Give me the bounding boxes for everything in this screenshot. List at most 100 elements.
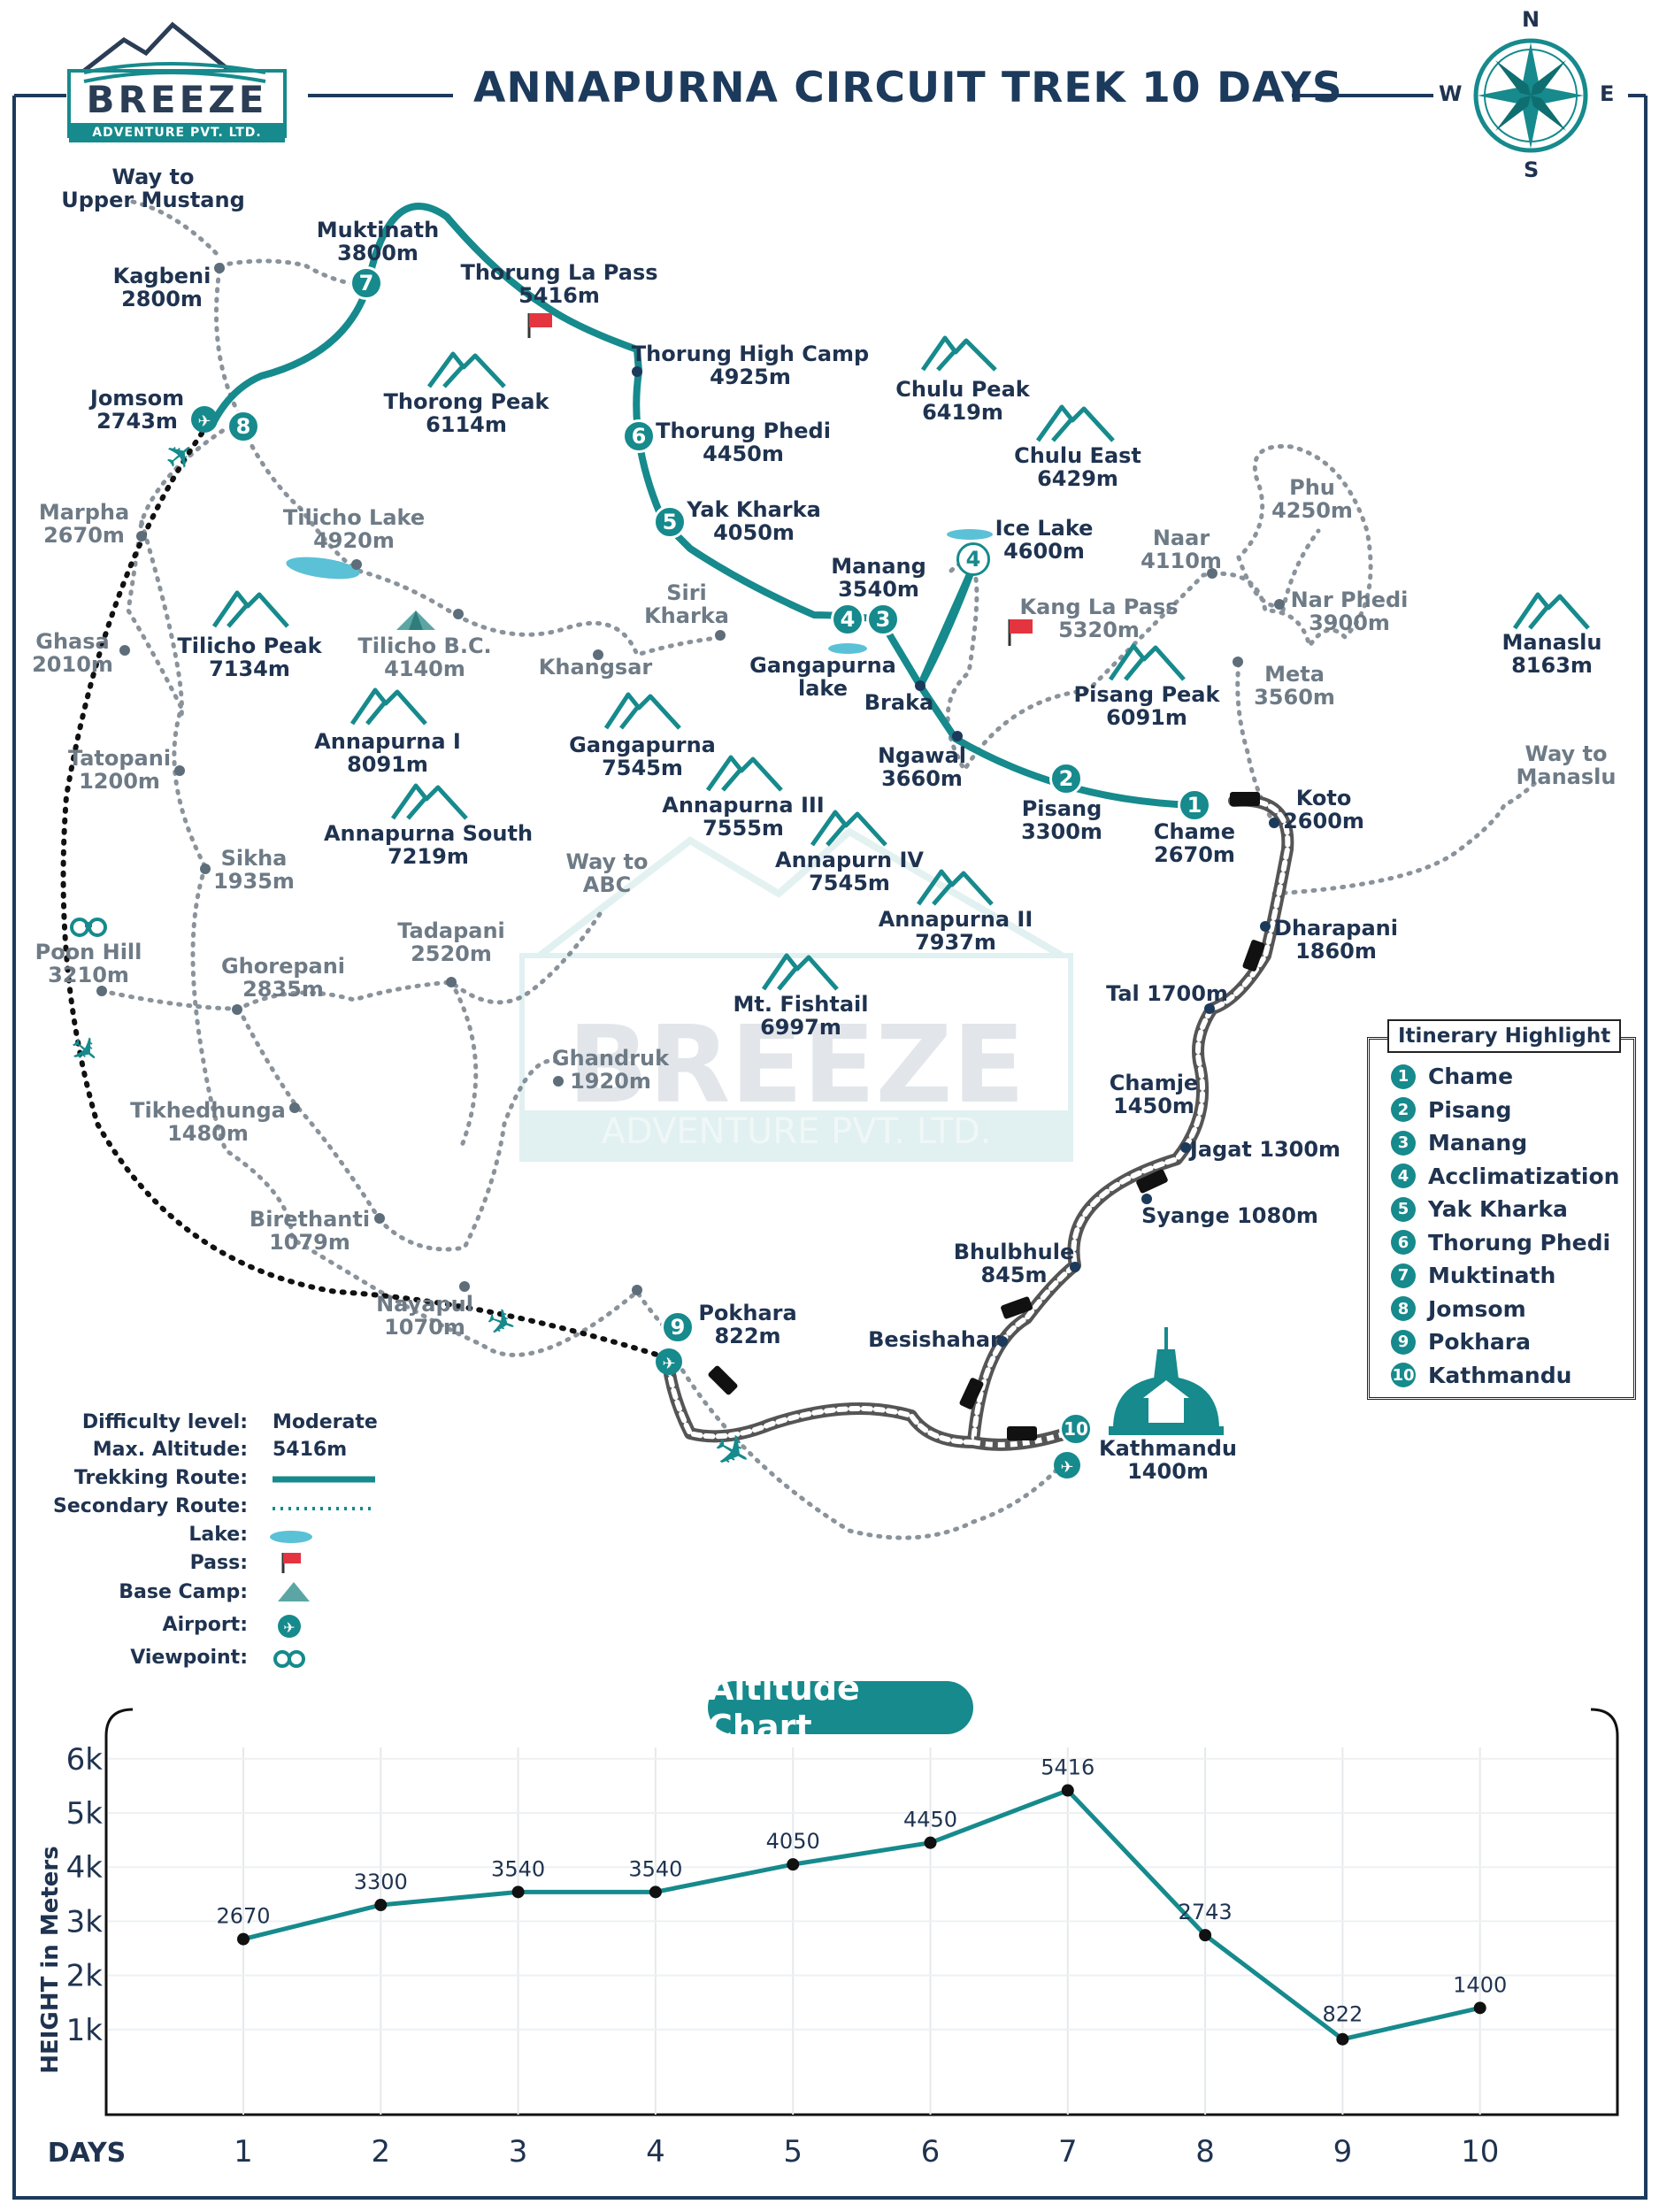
x-tick-label: 10	[1461, 2134, 1499, 2170]
itinerary-number: 9	[1391, 1329, 1416, 1355]
altitude-value-label: 5416	[1041, 1755, 1094, 1780]
itinerary-title: Itinerary Highlight	[1387, 1019, 1622, 1053]
itinerary-number: 6	[1391, 1230, 1416, 1255]
y-tick-label: 6k	[66, 1742, 104, 1778]
watermark-sub: ADVENTURE PVT. LTD.	[602, 1111, 992, 1152]
x-tick-label: 5	[783, 2134, 803, 2170]
label-tilicho-bc: Tilicho B.C.4140m	[357, 634, 492, 681]
altitude-point	[1199, 1929, 1212, 1942]
tilicho-lake	[286, 557, 360, 580]
svg-text:✈: ✈	[283, 1619, 295, 1636]
label-jagat: Jagat 1300m	[1189, 1137, 1341, 1162]
mountain-icon	[1035, 404, 1115, 442]
stop-marker-3: 3	[866, 603, 900, 636]
stop-marker-8: 8	[227, 410, 260, 443]
altitude-value-label: 4050	[766, 1829, 820, 1854]
y-tick-label: 4k	[66, 1850, 104, 1886]
itinerary-label: Kathmandu	[1428, 1362, 1572, 1388]
y-tick-label: 2k	[66, 1959, 104, 1994]
itinerary-number: 8	[1391, 1296, 1416, 1321]
mountain-icon	[916, 869, 994, 906]
mountain-icon	[211, 590, 289, 628]
base-camp-icon	[278, 1582, 310, 1601]
label-tal: Tal 1700m	[1106, 981, 1228, 1006]
pass-flag-icon	[1008, 619, 1033, 646]
key-basecamp-label: Base Camp:	[119, 1581, 248, 1603]
svg-text:✈: ✈	[1060, 1458, 1073, 1477]
y-axis-label: HEIGHT in Meters	[37, 1846, 64, 2073]
mountain-icon	[920, 335, 997, 372]
altitude-point	[237, 1932, 250, 1946]
key-viewpoint-label: Viewpoint:	[130, 1647, 248, 1669]
bus-icon	[1007, 1426, 1037, 1440]
altitude-point	[374, 1899, 388, 1912]
bus-icon	[708, 1365, 738, 1395]
stop-marker-7: 7	[349, 266, 383, 300]
x-tick-label: 4	[646, 2134, 665, 2170]
altitude-value-label: 2670	[216, 1904, 270, 1929]
key-difficulty-label: Difficulty level:	[81, 1411, 248, 1433]
itinerary-label: Manang	[1428, 1130, 1528, 1156]
brand-sub: ADVENTURE PVT. LTD.	[69, 123, 285, 142]
watermark: BREEZE	[519, 827, 1073, 1162]
key-difficulty-value: Moderate	[273, 1411, 378, 1433]
altitude-value-label: 3300	[354, 1870, 408, 1894]
itinerary-label: Thorung Phedi	[1428, 1229, 1611, 1256]
stop-marker-9: 9	[661, 1310, 695, 1344]
binoculars-icon	[273, 1650, 305, 1668]
bus-icon	[1001, 1296, 1033, 1319]
itinerary-number: 7	[1391, 1263, 1416, 1288]
bus-icon	[1242, 940, 1265, 972]
itinerary-number: 10	[1391, 1363, 1416, 1387]
itinerary-item: 6 Thorung Phedi	[1391, 1230, 1610, 1256]
key-lake-label: Lake:	[188, 1524, 248, 1546]
altitude-point	[1336, 2032, 1349, 2046]
altitude-value-label: 3540	[628, 1856, 682, 1881]
mountain-icon	[390, 783, 468, 820]
compass-e: E	[1600, 81, 1615, 106]
altitude-value-label: 4450	[903, 1808, 957, 1832]
altitude-point	[649, 1886, 662, 1899]
x-axis-label: DAYS	[48, 2138, 127, 2169]
bus-icon	[1136, 1169, 1168, 1194]
key-altitude-label: Max. Altitude:	[92, 1439, 248, 1461]
x-tick-label: 2	[371, 2134, 390, 2170]
peak-icons	[211, 335, 1590, 991]
plane-icon: ✈	[59, 1025, 108, 1076]
lakes	[286, 529, 993, 654]
stop-marker-4: 4	[956, 542, 990, 576]
itinerary-label: Jomsom	[1428, 1295, 1526, 1322]
compass-s: S	[1524, 157, 1540, 182]
itinerary-label: Pisang	[1428, 1096, 1512, 1123]
brand-name: BREEZE	[86, 78, 268, 121]
route-dots	[632, 366, 1279, 1347]
itinerary-label: Acclimatization	[1428, 1163, 1620, 1189]
